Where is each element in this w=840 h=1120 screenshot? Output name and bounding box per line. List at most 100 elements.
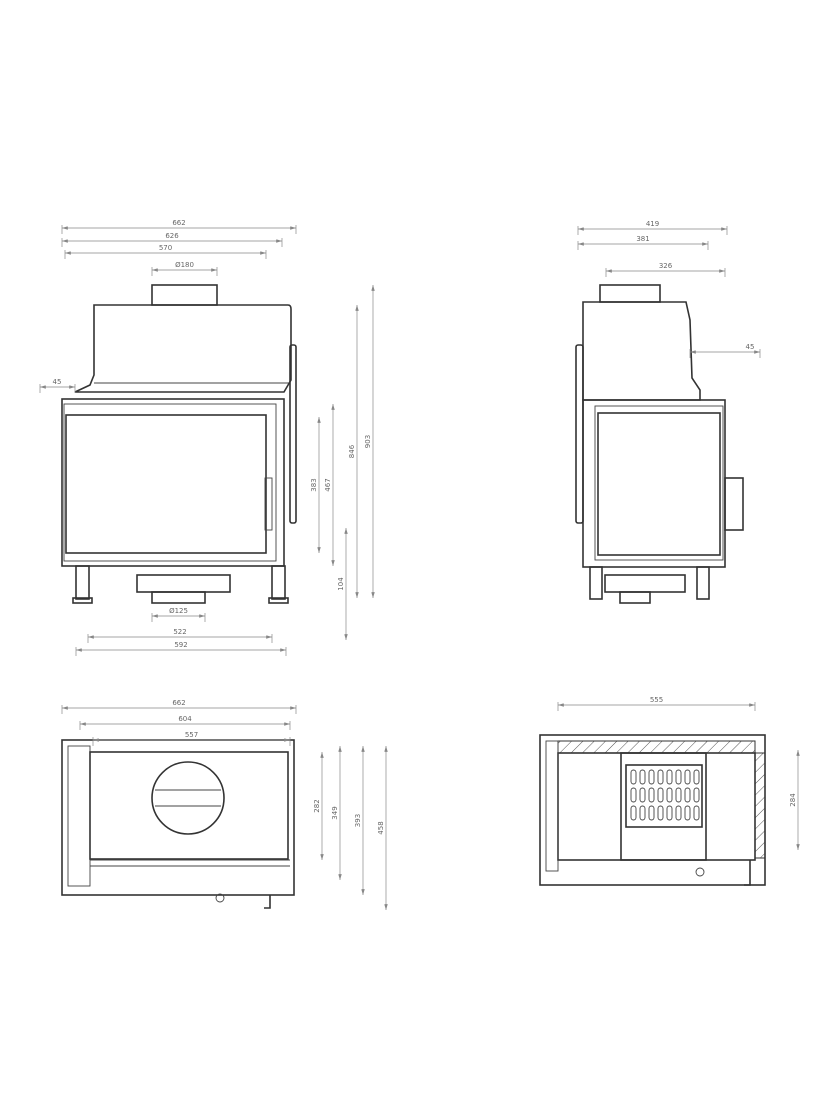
dimension-label: 522 <box>173 628 186 636</box>
dimension-side_view-offset_right: 45 <box>689 343 761 358</box>
glass-panel <box>65 414 267 554</box>
dimension-plan_view-width_inner: 557 <box>92 731 291 746</box>
grate-slot <box>639 769 646 785</box>
dimension-front_view-width_door: 570 <box>64 244 267 259</box>
grate-slot <box>693 769 700 785</box>
dimension-front_view-leg_inner: 522 <box>87 628 273 643</box>
dimension-label: 349 <box>331 806 339 819</box>
grate-slot <box>648 787 655 803</box>
dimension-front_view-offset_left: 45 <box>39 378 76 393</box>
upper-body <box>582 301 701 401</box>
dimension-label: 846 <box>348 444 356 458</box>
dimension-front_view-width_overall: 662 <box>61 219 297 234</box>
dimension-plan_view-width_body: 604 <box>79 715 291 730</box>
grate-slot <box>693 805 700 821</box>
grate-slot <box>657 769 664 785</box>
dimension-label: 45 <box>53 378 62 386</box>
dimension-label: 604 <box>178 715 192 723</box>
dimension-label: 419 <box>646 220 659 228</box>
leg-left <box>75 565 90 600</box>
dimension-side_view-depth_overall: 419 <box>577 220 728 235</box>
grate-slot <box>675 787 682 803</box>
side-view <box>575 284 744 604</box>
dimension-front_view-glass_height: 383 <box>310 417 321 553</box>
dimension-front_view-width_body: 626 <box>61 232 283 247</box>
upper-body <box>74 304 292 393</box>
grate-slot <box>666 787 673 803</box>
hatch-top <box>557 740 756 754</box>
dimension-label: 555 <box>650 696 663 704</box>
grate-slot <box>684 769 691 785</box>
leg-right <box>271 565 286 600</box>
dimension-label: 458 <box>377 821 385 834</box>
grate-slot <box>639 787 646 803</box>
flue-collar <box>599 284 661 303</box>
dimension-plan_view-width_overall: 662 <box>61 699 297 714</box>
grate-slot <box>693 787 700 803</box>
grate-slot <box>657 805 664 821</box>
grate-slot <box>648 805 655 821</box>
dimension-front_view-flue_top: Ø180 <box>151 261 218 276</box>
dimension-front_view-leg_outer: 592 <box>75 641 287 656</box>
dimension-plan_view-depth_4: 458 <box>377 746 388 910</box>
dimension-label: 45 <box>746 343 755 351</box>
grate-slot <box>675 769 682 785</box>
grate-slot <box>666 805 673 821</box>
dimension-side_view-depth_top: 326 <box>605 262 726 277</box>
dimension-side_view-depth_body: 381 <box>577 235 709 250</box>
grate-slot <box>630 805 637 821</box>
dimension-label: 104 <box>337 577 345 591</box>
firebox-plan <box>89 751 289 860</box>
grate-slot <box>630 769 637 785</box>
hatch-right <box>754 752 766 859</box>
dimension-front_view-floor_clearance: 104 <box>337 528 348 640</box>
flue-outlet <box>151 761 225 835</box>
dimension-plan_view-depth_3: 393 <box>354 746 365 895</box>
dimension-front_view-door_height: 467 <box>324 404 335 566</box>
dimension-section_view-depth: 284 <box>789 750 800 850</box>
dimension-label: 383 <box>310 478 318 491</box>
glass-panel <box>597 412 721 556</box>
dimension-label: 903 <box>364 435 372 448</box>
grate-slot <box>684 787 691 803</box>
door-handle <box>724 477 744 531</box>
plan-view <box>61 739 295 909</box>
side-panel <box>289 344 297 524</box>
dimension-label: 570 <box>159 244 172 252</box>
dimension-label: 393 <box>354 814 362 827</box>
door-frame <box>61 398 285 567</box>
dimension-plan_view-depth_1: 282 <box>313 752 324 860</box>
section-view <box>539 734 766 886</box>
door-frame <box>582 399 726 568</box>
flue-collar <box>151 284 218 306</box>
dimension-label: 282 <box>313 799 321 812</box>
dimension-plan_view-depth_2: 349 <box>331 746 342 880</box>
grate-slot <box>666 769 673 785</box>
dimension-section_view-width: 555 <box>557 696 756 711</box>
dimension-label: 284 <box>789 793 797 807</box>
dimension-label: Ø125 <box>169 607 188 615</box>
dimension-label: Ø180 <box>175 261 194 269</box>
grate-slot <box>684 805 691 821</box>
grate <box>625 764 703 828</box>
front-view <box>61 284 297 604</box>
section-outline <box>539 734 766 886</box>
grate-slot <box>657 787 664 803</box>
dimension-label: 326 <box>659 262 673 270</box>
dimension-label: 557 <box>185 731 198 739</box>
dimension-front_view-total_height: 903 <box>364 285 375 598</box>
dimension-label: 662 <box>172 219 185 227</box>
ash-box <box>136 574 231 593</box>
dimension-label: 662 <box>172 699 185 707</box>
dimension-label: 626 <box>165 232 179 240</box>
dimension-front_view-body_height: 846 <box>348 305 359 598</box>
grate-slot <box>639 805 646 821</box>
dimension-front_view-air_inlet: Ø125 <box>151 607 206 622</box>
grate-slot <box>648 769 655 785</box>
dimension-label: 467 <box>324 478 332 491</box>
grate-slot <box>675 805 682 821</box>
door-handle <box>264 477 273 531</box>
dimension-label: 381 <box>636 235 649 243</box>
grate-slot <box>630 787 637 803</box>
